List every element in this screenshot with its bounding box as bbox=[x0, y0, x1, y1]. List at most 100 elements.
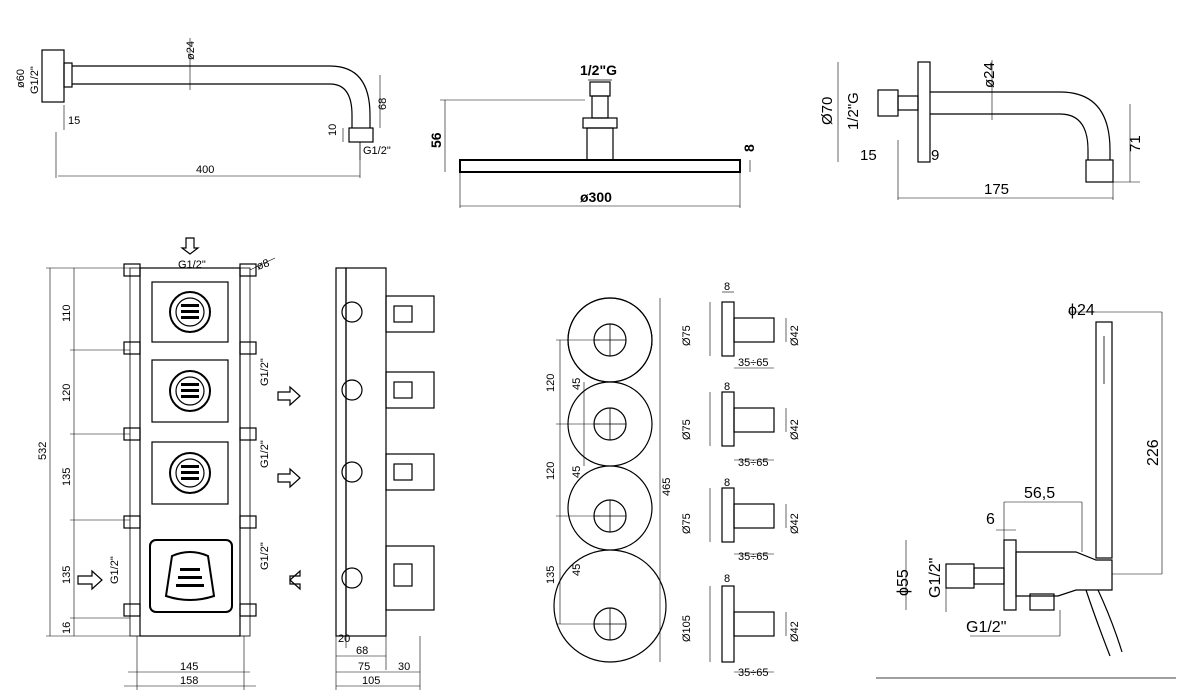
spout-tip bbox=[1085, 159, 1114, 183]
arm-thread-left: G1/2" bbox=[29, 66, 41, 94]
spout-dim-175: 175 bbox=[984, 181, 1009, 198]
side-dim-68: 68 bbox=[356, 645, 368, 657]
valve-cartridge-3 bbox=[151, 441, 229, 505]
spout-dia-70: Ø70 bbox=[819, 97, 836, 125]
hose-line-2 bbox=[1097, 589, 1123, 653]
hand-shower-handle bbox=[1095, 321, 1113, 559]
trim-dim-465: 465 bbox=[661, 478, 673, 496]
handle-3-dim-8: 8 bbox=[724, 477, 730, 489]
head-dia-300: ø300 bbox=[580, 189, 612, 205]
head-nut-body bbox=[591, 95, 609, 119]
side-dim-30: 30 bbox=[398, 661, 410, 673]
trim-plate-outline bbox=[553, 297, 667, 663]
handle-2-dia-plate: Ø75 bbox=[681, 419, 693, 440]
side-dim-75: 75 bbox=[358, 661, 370, 673]
box-dim-145: 145 bbox=[180, 661, 198, 673]
box-inlet-left: G1/2" bbox=[109, 556, 121, 584]
handle-3-range: 35÷65 bbox=[738, 551, 769, 563]
outlet-arrow-2 bbox=[277, 467, 301, 489]
trim-dim-45-c: 45 bbox=[571, 564, 583, 576]
side-dim-105: 105 bbox=[362, 675, 380, 687]
handle-2: 8 Ø75 Ø42 35÷65 bbox=[681, 381, 801, 469]
side-knob-1 bbox=[341, 295, 435, 333]
hs-dim-56-5: 56,5 bbox=[1024, 485, 1055, 502]
handle-1-range: 35÷65 bbox=[738, 357, 769, 369]
handle-1-dim-8: 8 bbox=[724, 281, 730, 293]
box-dim-16: 16 bbox=[61, 622, 73, 634]
handle-4-range: 35÷65 bbox=[738, 667, 769, 679]
shower-head-view: 1/2"G 56 8 ø300 bbox=[428, 62, 757, 208]
spout-dim-71: 71 bbox=[1127, 135, 1144, 152]
box-outlet-1: G1/2" bbox=[259, 358, 271, 386]
valve-thermostat bbox=[149, 539, 233, 613]
spout-connector bbox=[877, 89, 899, 117]
valve-box-side-view: 20 68 75 30 105 bbox=[335, 267, 435, 690]
hs-dim-226: 226 bbox=[1145, 439, 1162, 466]
side-knob-3 bbox=[341, 453, 435, 491]
head-swivel bbox=[582, 117, 618, 129]
box-dim-158: 158 bbox=[180, 675, 198, 687]
arm-connector bbox=[63, 62, 73, 88]
handle-3-dia-plate: Ø75 bbox=[681, 513, 693, 534]
box-dia-8: ø8 bbox=[255, 257, 271, 273]
arm-dia-60: ø60 bbox=[15, 69, 27, 88]
handles-view: 8 Ø75 Ø42 35÷65 8 Ø75 Ø42 35÷65 8 Ø75 Ø4… bbox=[681, 281, 801, 679]
box-thread-top: G1/2" bbox=[178, 259, 206, 271]
box-outlet-2: G1/2" bbox=[259, 440, 271, 468]
head-height-56: 56 bbox=[428, 132, 444, 148]
arm-bend-inner bbox=[329, 83, 353, 128]
side-knob-4 bbox=[341, 545, 435, 611]
handle-1: 8 Ø75 Ø42 35÷65 bbox=[681, 281, 801, 369]
head-nut-top bbox=[589, 81, 611, 97]
box-dim-532: 532 bbox=[37, 442, 49, 460]
box-dim-110: 110 bbox=[61, 304, 73, 322]
valve-box-front-view: G1/2" ø8 110 120 532 135 135 16 G1/2" G1… bbox=[37, 237, 301, 690]
handle-1-dia-knob: Ø42 bbox=[789, 325, 801, 346]
trim-dim-120-a: 120 bbox=[545, 374, 557, 392]
arm-wall-flange bbox=[41, 49, 65, 103]
arm-dim-68: 68 bbox=[377, 98, 389, 110]
trim-dim-45-a: 45 bbox=[571, 378, 583, 390]
box-dim-135-b: 135 bbox=[61, 566, 73, 584]
trim-dim-120-b: 120 bbox=[545, 462, 557, 480]
head-thickness-8: 8 bbox=[741, 144, 757, 152]
trim-plate-view: 120 45 120 45 135 45 465 bbox=[545, 297, 673, 663]
outlet-arrow-1 bbox=[277, 385, 301, 407]
arm-dia-24: ø24 bbox=[185, 41, 197, 60]
handle-2-dim-8: 8 bbox=[724, 381, 730, 393]
side-dim-20: 20 bbox=[338, 633, 350, 645]
arm-dim-400: 400 bbox=[196, 164, 214, 176]
arm-outlet-nut bbox=[348, 127, 374, 143]
spout-curve-inner bbox=[1059, 113, 1089, 160]
hand-shower-view: ϕ24 226 56,5 6 ϕ55 G1/2" G1/2" bbox=[876, 302, 1176, 679]
valve-cartridge-2 bbox=[151, 359, 229, 423]
arm-thread-right: G1/2" bbox=[363, 145, 391, 157]
arm-dim-10: 10 bbox=[327, 124, 339, 136]
hs-thread-vertical: G1/2" bbox=[927, 558, 944, 598]
handle-4-dia-plate: Ø105 bbox=[681, 615, 693, 642]
spout-curve-outer bbox=[1059, 91, 1111, 160]
spout-dim-15: 15 bbox=[860, 147, 877, 164]
head-stem bbox=[586, 127, 614, 161]
hs-dia-55: ϕ55 bbox=[895, 569, 912, 596]
box-dim-120: 120 bbox=[61, 384, 73, 402]
trim-dim-135: 135 bbox=[545, 566, 557, 584]
spout-nut bbox=[897, 95, 919, 111]
handle-3-dia-knob: Ø42 bbox=[789, 513, 801, 534]
handle-2-dia-knob: Ø42 bbox=[789, 419, 801, 440]
handle-2-range: 35÷65 bbox=[738, 457, 769, 469]
hose-line-1 bbox=[1085, 589, 1111, 657]
spout-thread: 1/2"G bbox=[845, 92, 862, 130]
side-knob-2 bbox=[341, 371, 435, 409]
inlet-arrow-left bbox=[77, 569, 103, 591]
hs-dim-6: 6 bbox=[986, 511, 995, 528]
box-dim-135-a: 135 bbox=[61, 468, 73, 486]
spout-dim-9: 9 bbox=[931, 147, 939, 164]
handle-3: 8 Ø75 Ø42 35÷65 bbox=[681, 477, 801, 563]
hs-thread-bottom: G1/2" bbox=[966, 619, 1006, 636]
box-outlet-3: G1/2" bbox=[259, 542, 271, 570]
valve-cartridge-1 bbox=[151, 281, 229, 343]
shower-arm-view: ø24 ø60 G1/2" 15 400 10 68 G1/2" bbox=[15, 38, 391, 178]
handle-4-dim-8: 8 bbox=[724, 573, 730, 585]
